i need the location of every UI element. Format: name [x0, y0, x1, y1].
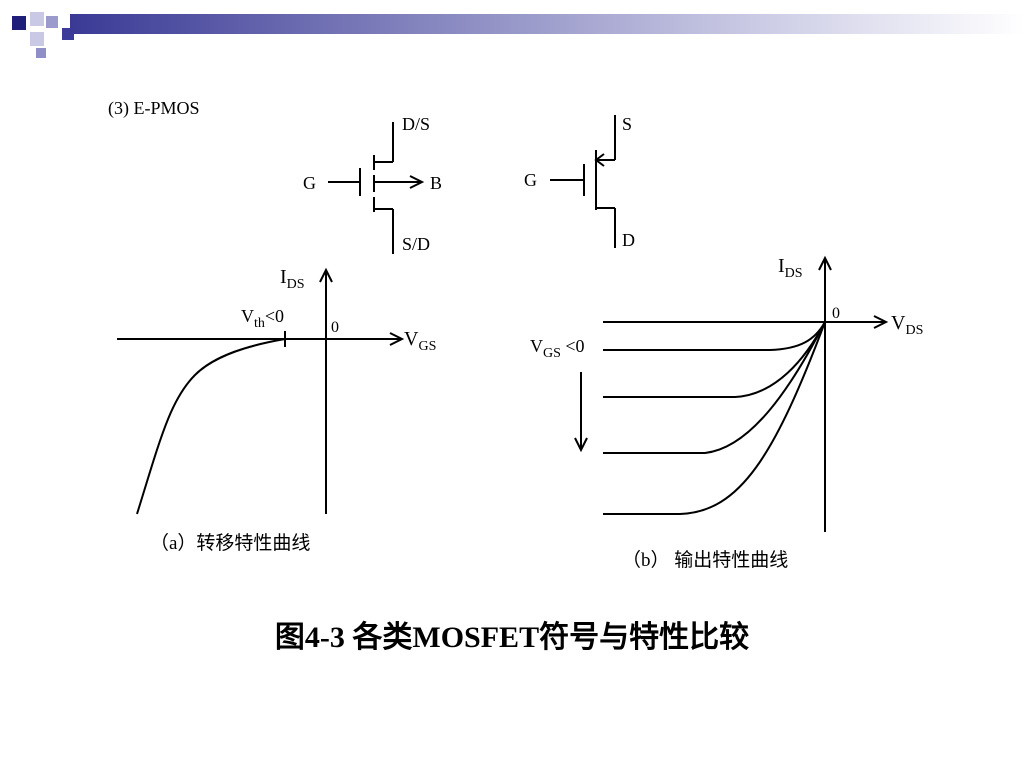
right-gate-label: G — [524, 170, 537, 190]
figure-caption: 图4-3 各类MOSFET符号与特性比较 — [274, 621, 750, 654]
transfer-caption: （a）转移特性曲线 — [150, 532, 310, 554]
output-curve-4 — [603, 321, 826, 515]
transfer-ids-label: IDS — [280, 266, 305, 292]
body-arrow-icon — [409, 175, 425, 189]
ids-axis-arrow-icon — [319, 267, 333, 283]
vgs-direction-arrow-icon — [574, 437, 588, 453]
vds-axis-arrow-icon — [873, 315, 889, 329]
left-top-terminal-label: D/S — [402, 114, 430, 134]
vgs-label: VGS <0 — [530, 336, 585, 361]
transfer-origin-label: 0 — [331, 319, 339, 336]
output-plot — [574, 255, 889, 532]
output-curve-1 — [603, 321, 826, 351]
header-gradient-bar — [70, 14, 1024, 34]
corner-square-light — [30, 12, 44, 26]
right-source-label: S — [622, 114, 632, 134]
corner-square-medium — [46, 16, 58, 28]
corner-square-light — [30, 32, 44, 46]
left-gate-label: G — [303, 173, 316, 193]
section-label: (3) E-PMOS — [108, 98, 200, 119]
vgs-axis-arrow-icon — [389, 332, 405, 346]
output-curve-3 — [603, 321, 826, 454]
left-bottom-terminal-label: S/D — [402, 234, 430, 254]
pmos-symbol-three-terminal — [550, 115, 616, 248]
threshold-label: Vth<0 — [241, 306, 284, 331]
right-drain-label: D — [622, 230, 635, 250]
output-vds-label: VDS — [891, 312, 923, 338]
transfer-plot — [117, 267, 405, 515]
corner-square-bottom — [36, 48, 46, 58]
corner-square-dark — [12, 16, 26, 30]
output-curve-2 — [603, 321, 826, 398]
left-body-label: B — [430, 173, 442, 193]
transfer-vgs-label: VGS — [404, 328, 436, 354]
ids-axis-arrow-icon — [818, 255, 832, 271]
output-origin-label: 0 — [832, 305, 840, 322]
output-caption: （b） 输出特性曲线 — [622, 549, 788, 571]
pmos-symbol-four-terminal — [328, 122, 425, 254]
output-ids-label: IDS — [778, 255, 803, 281]
transfer-curve — [136, 338, 286, 515]
